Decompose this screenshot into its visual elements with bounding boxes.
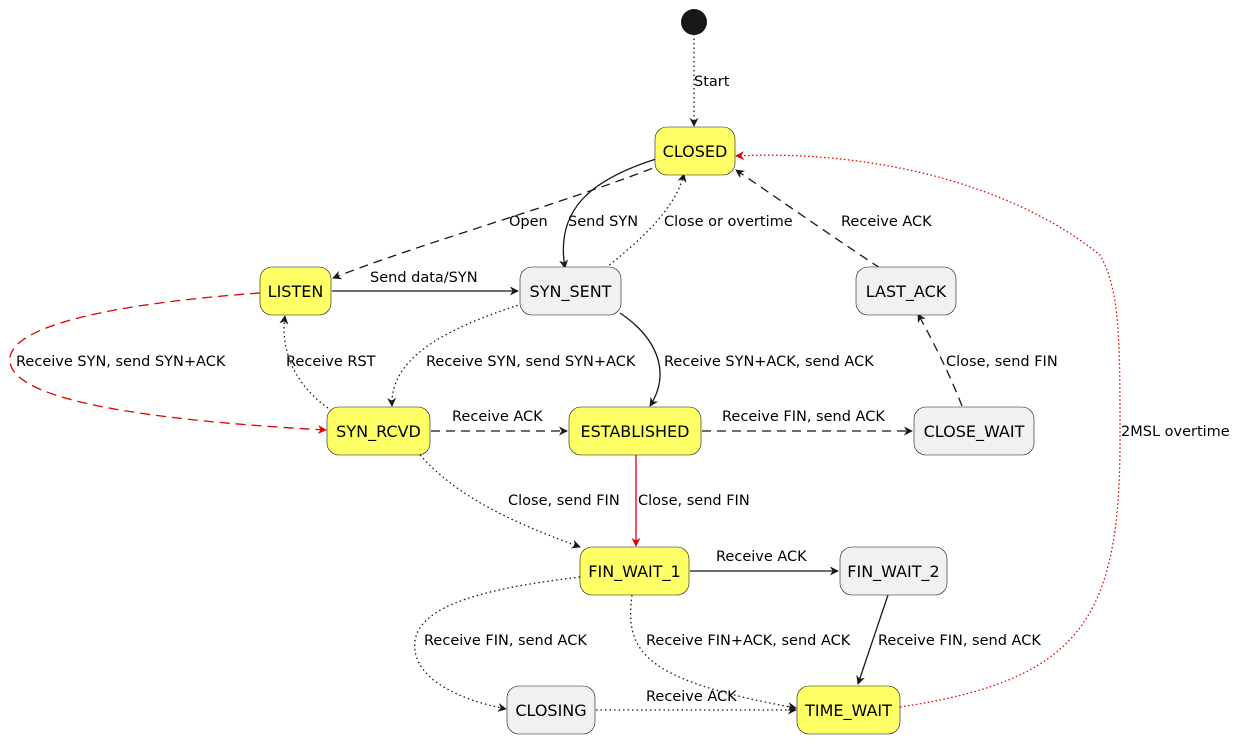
state-established[interactable]: ESTABLISHED <box>568 406 702 456</box>
state-syn-rcvd-label: SYN_RCVD <box>336 422 421 442</box>
state-close-wait[interactable]: CLOSE_WAIT <box>913 406 1035 456</box>
state-last-ack[interactable]: LAST_ACK <box>855 266 957 316</box>
edges <box>9 34 1121 715</box>
states: CLOSED LISTEN SYN_SENT LAST_ACK SYN_RCVD… <box>259 126 1035 735</box>
state-syn-rcvd[interactable]: SYN_RCVD <box>326 406 431 456</box>
edge-receive-ack-last <box>735 169 881 269</box>
label-receive-syn-listen: Receive SYN, send SYN+ACK <box>16 354 226 370</box>
label-close-send-fin-rcvd: Close, send FIN <box>508 493 620 509</box>
edge-2msl <box>735 151 1121 708</box>
edge-receive-fin-fw2 <box>856 594 889 685</box>
edge-close-or-overtime <box>605 173 687 269</box>
label-receive-ack-rcvd: Receive ACK <box>452 409 543 425</box>
start-node <box>681 9 707 35</box>
state-fin-wait-2-label: FIN_WAIT_2 <box>847 562 939 582</box>
label-receive-syn-sent: Receive SYN, send SYN+ACK <box>426 354 636 370</box>
label-receive-fin-fw2: Receive FIN, send ACK <box>878 633 1041 649</box>
label-open: Open <box>509 214 548 230</box>
edge-close-send-fin-rcvd <box>419 454 581 549</box>
state-fin-wait-1[interactable]: FIN_WAIT_1 <box>579 546 690 596</box>
state-listen-label: LISTEN <box>268 282 324 301</box>
label-close-send-fin-cw: Close, send FIN <box>946 354 1058 370</box>
state-listen[interactable]: LISTEN <box>259 266 332 316</box>
edge-send-syn <box>559 158 657 269</box>
label-receive-rst: Receive RST <box>286 354 376 370</box>
label-receive-finack-fw1: Receive FIN+ACK, send ACK <box>646 633 851 649</box>
label-2msl: 2MSL overtime <box>1121 424 1230 440</box>
label-receive-ack-fw1: Receive ACK <box>716 549 807 565</box>
edge-receive-synack <box>619 312 661 407</box>
state-last-ack-label: LAST_ACK <box>866 282 947 302</box>
state-time-wait[interactable]: TIME_WAIT <box>796 685 901 735</box>
label-receive-ack-last: Receive ACK <box>841 214 932 230</box>
edge-labels: Start Open Send SYN Close or overtime Re… <box>16 74 1230 705</box>
state-syn-sent[interactable]: SYN_SENT <box>519 266 622 316</box>
state-time-wait-label: TIME_WAIT <box>804 701 892 721</box>
label-send-data-syn: Send data/SYN <box>370 270 478 286</box>
edge-close-send-fin-cw <box>917 313 963 407</box>
state-closing-label: CLOSING <box>515 701 586 720</box>
state-closed-label: CLOSED <box>663 142 728 161</box>
label-receive-synack: Receive SYN+ACK, send ACK <box>664 354 874 370</box>
state-syn-sent-label: SYN_SENT <box>530 282 612 302</box>
edge-receive-finack-fw1 <box>629 594 797 711</box>
label-send-syn: Send SYN <box>568 214 638 230</box>
edge-open <box>332 162 667 280</box>
state-closed[interactable]: CLOSED <box>654 126 736 176</box>
label-start: Start <box>694 74 730 90</box>
edge-receive-syn-listen <box>9 292 327 435</box>
state-fin-wait-2[interactable]: FIN_WAIT_2 <box>839 546 948 596</box>
state-established-label: ESTABLISHED <box>581 422 690 441</box>
label-receive-ack-closing: Receive ACK <box>646 689 737 705</box>
label-close-or-overtime: Close or overtime <box>664 214 793 230</box>
state-fin-wait-1-label: FIN_WAIT_1 <box>588 562 680 582</box>
label-close-send-fin-est: Close, send FIN <box>638 493 750 509</box>
label-receive-fin-fw1: Receive FIN, send ACK <box>424 633 587 649</box>
state-close-wait-label: CLOSE_WAIT <box>924 422 1025 442</box>
state-closing[interactable]: CLOSING <box>506 685 596 735</box>
label-receive-fin-est: Receive FIN, send ACK <box>722 409 885 425</box>
